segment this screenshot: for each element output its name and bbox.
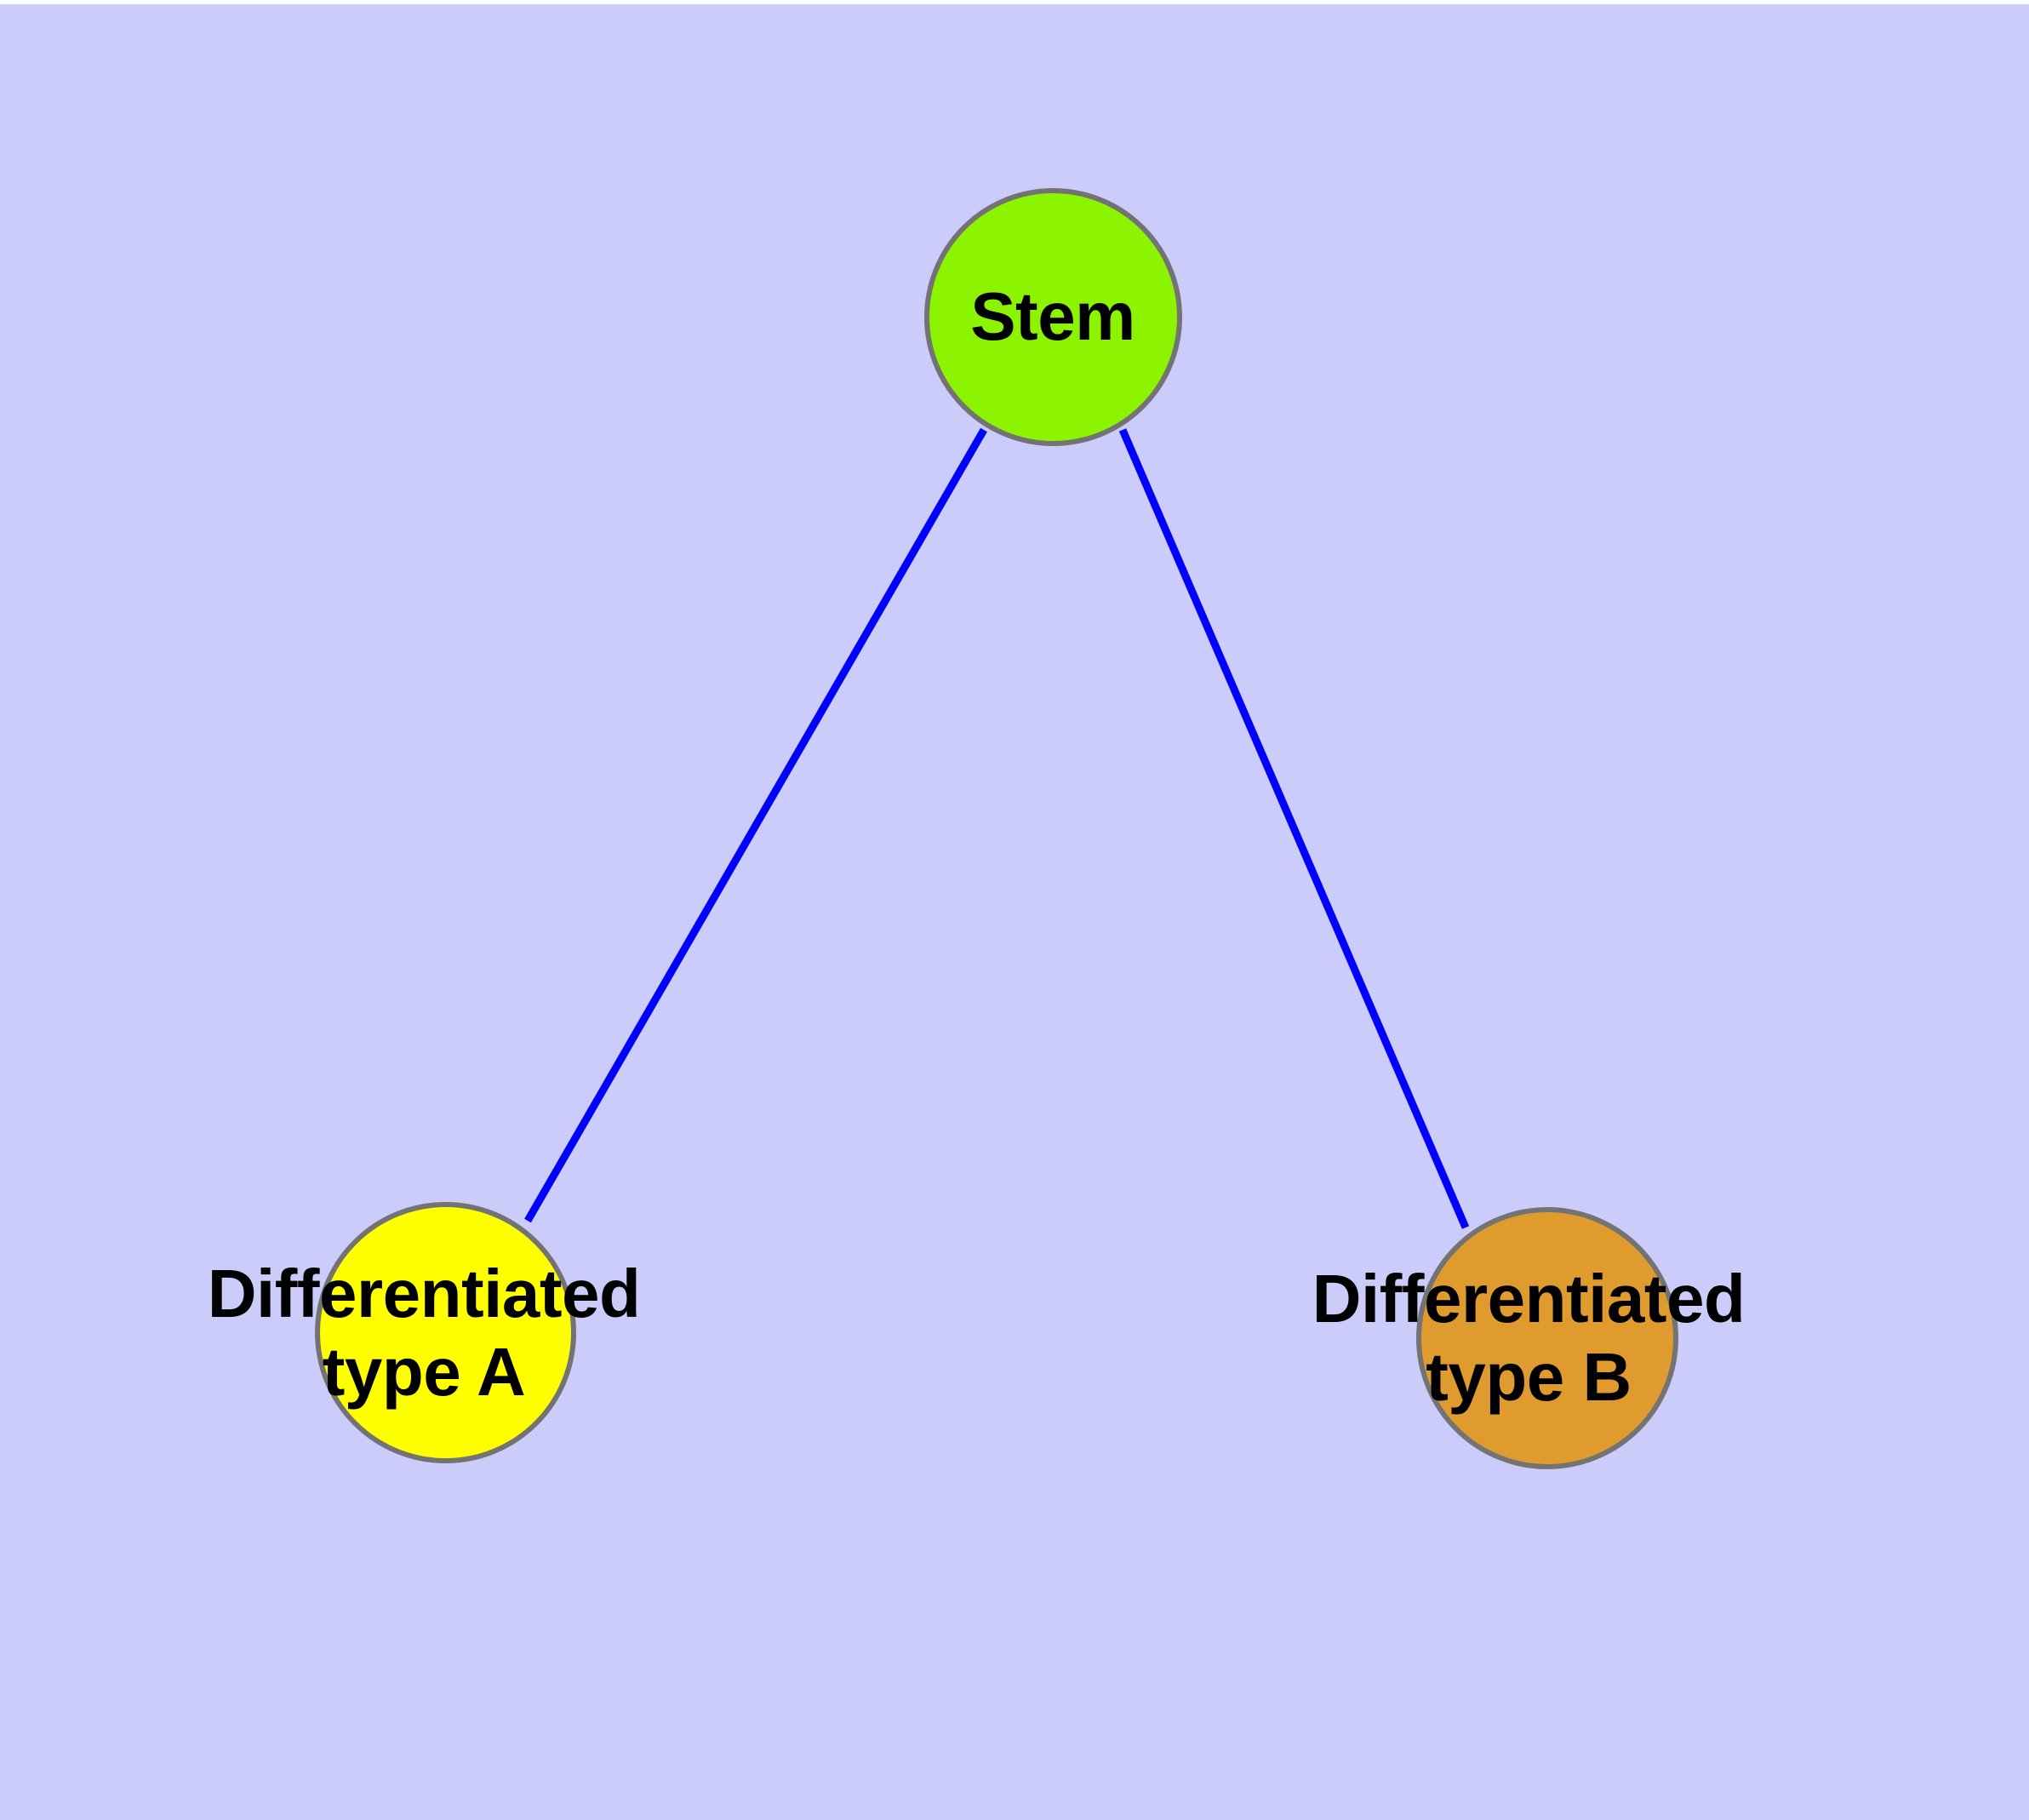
node-differentiated-type-a[interactable] — [315, 1202, 576, 1463]
node-differentiated-type-b[interactable] — [1416, 1207, 1678, 1469]
edge-stem-to-type-b[interactable] — [1118, 428, 1470, 1229]
top-edge-strip — [0, 0, 2029, 4]
node-stem[interactable] — [924, 188, 1182, 446]
edge-stem-to-type-a[interactable] — [524, 427, 987, 1223]
